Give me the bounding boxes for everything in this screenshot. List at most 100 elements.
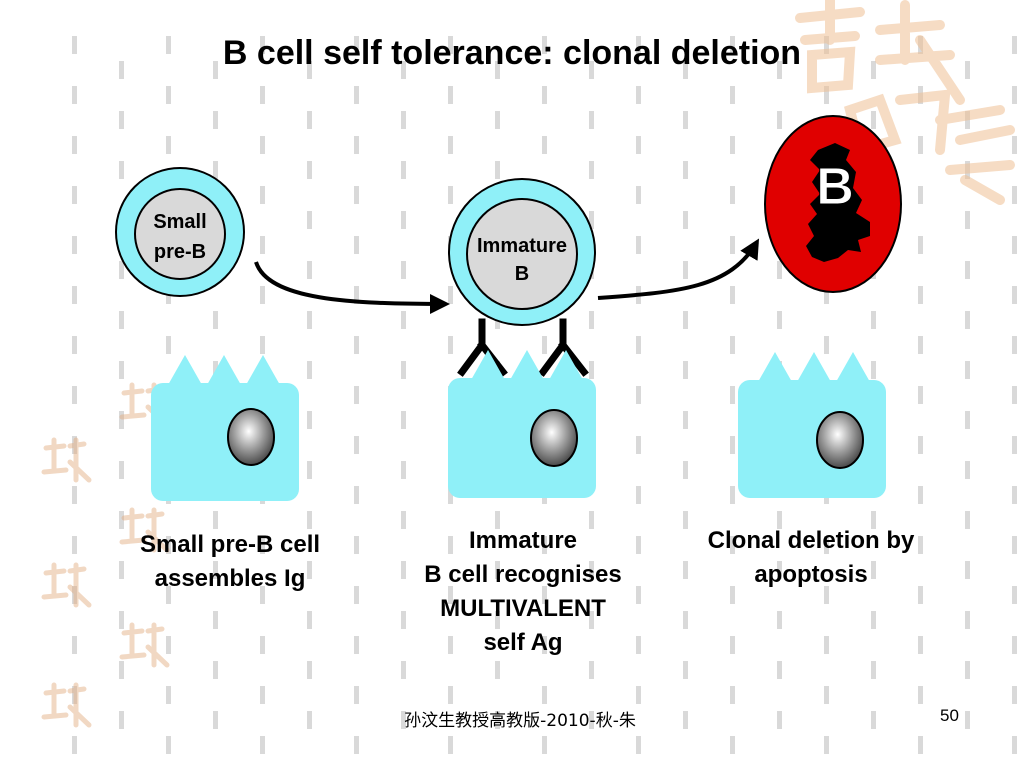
- background-dash: [119, 311, 124, 329]
- background-dash: [871, 311, 876, 329]
- background-dash: [166, 636, 171, 654]
- background-dash: [354, 286, 359, 304]
- background-dash: [495, 661, 500, 679]
- background-dash: [401, 211, 406, 229]
- background-dash: [918, 186, 923, 204]
- background-dash: [636, 736, 641, 754]
- background-dash: [213, 561, 218, 579]
- background-dash: [918, 486, 923, 504]
- background-dash: [871, 511, 876, 529]
- background-dash: [965, 461, 970, 479]
- background-dash: [260, 136, 265, 154]
- background-dash: [965, 311, 970, 329]
- background-dash: [730, 386, 735, 404]
- background-dash: [495, 61, 500, 79]
- caption-immature-b: Immature B cell recognises MULTIVALENT s…: [395, 524, 651, 660]
- ig-receptor-right: [538, 318, 589, 377]
- background-dash: [824, 636, 829, 654]
- background-dash: [72, 586, 77, 604]
- background-dash: [401, 261, 406, 279]
- background-dash: [307, 711, 312, 729]
- background-dash: [683, 461, 688, 479]
- background-dash: [448, 136, 453, 154]
- background-dash: [354, 336, 359, 354]
- background-dash: [401, 561, 406, 579]
- background-dash: [777, 661, 782, 679]
- background-dash: [918, 386, 923, 404]
- background-dash: [448, 486, 453, 504]
- background-dash: [683, 161, 688, 179]
- background-dash: [354, 636, 359, 654]
- background-dash: [542, 686, 547, 704]
- background-dash: [260, 236, 265, 254]
- background-dash: [72, 86, 77, 104]
- caption-line: apoptosis: [754, 561, 868, 588]
- background-dash: [683, 411, 688, 429]
- background-dash: [965, 661, 970, 679]
- background-dash: [1012, 336, 1017, 354]
- background-dash: [542, 36, 547, 54]
- background-dash: [965, 511, 970, 529]
- background-dash: [1012, 486, 1017, 504]
- background-dash: [213, 61, 218, 79]
- background-dash: [307, 511, 312, 529]
- background-dash: [589, 61, 594, 79]
- background-dash: [542, 736, 547, 754]
- stromal-cell-1: [151, 355, 299, 501]
- background-dash: [683, 611, 688, 629]
- background-dash: [918, 586, 923, 604]
- background-dash: [354, 86, 359, 104]
- background-dash: [307, 661, 312, 679]
- background-dash: [542, 86, 547, 104]
- background-dash: [683, 561, 688, 579]
- immature-b-label-line1: Immature: [477, 235, 567, 257]
- background-dash: [119, 611, 124, 629]
- background-dash: [871, 711, 876, 729]
- background-dash: [824, 686, 829, 704]
- background-dash: [730, 636, 735, 654]
- background-dash: [589, 311, 594, 329]
- background-dash: [965, 611, 970, 629]
- background-dash: [119, 661, 124, 679]
- background-dash: [589, 661, 594, 679]
- background-dash: [589, 561, 594, 579]
- background-dash: [213, 111, 218, 129]
- background-dash: [354, 586, 359, 604]
- background-dash: [918, 536, 923, 554]
- background-dash: [683, 711, 688, 729]
- background-dash: [72, 186, 77, 204]
- background-dash: [260, 636, 265, 654]
- background-dash: [636, 186, 641, 204]
- background-dash: [448, 686, 453, 704]
- background-dash: [918, 286, 923, 304]
- background-dash: [401, 111, 406, 129]
- background-dash: [260, 586, 265, 604]
- background-dash: [918, 336, 923, 354]
- background-dash: [213, 511, 218, 529]
- immature-b-label-line2: B: [515, 263, 529, 285]
- background-dash: [307, 211, 312, 229]
- stromal-nucleus: [816, 411, 864, 469]
- background-dash: [448, 586, 453, 604]
- background-dash: [72, 336, 77, 354]
- background-dash: [824, 336, 829, 354]
- background-dash: [1012, 636, 1017, 654]
- background-dash: [166, 586, 171, 604]
- background-dash: [871, 111, 876, 129]
- background-dash: [72, 686, 77, 704]
- arrow-stage1-to-stage2: [254, 261, 450, 314]
- background-dash: [824, 286, 829, 304]
- background-dash: [683, 111, 688, 129]
- background-dash: [730, 186, 735, 204]
- background-dash: [119, 511, 124, 529]
- background-dash: [72, 636, 77, 654]
- background-dash: [448, 536, 453, 554]
- background-dash: [307, 411, 312, 429]
- caption-small-pre-b: Small pre-B cell assembles Ig: [100, 528, 360, 596]
- background-dash: [354, 486, 359, 504]
- background-dash: [636, 386, 641, 404]
- background-dash: [72, 386, 77, 404]
- background-dash: [683, 261, 688, 279]
- background-dash: [636, 636, 641, 654]
- background-dash: [683, 61, 688, 79]
